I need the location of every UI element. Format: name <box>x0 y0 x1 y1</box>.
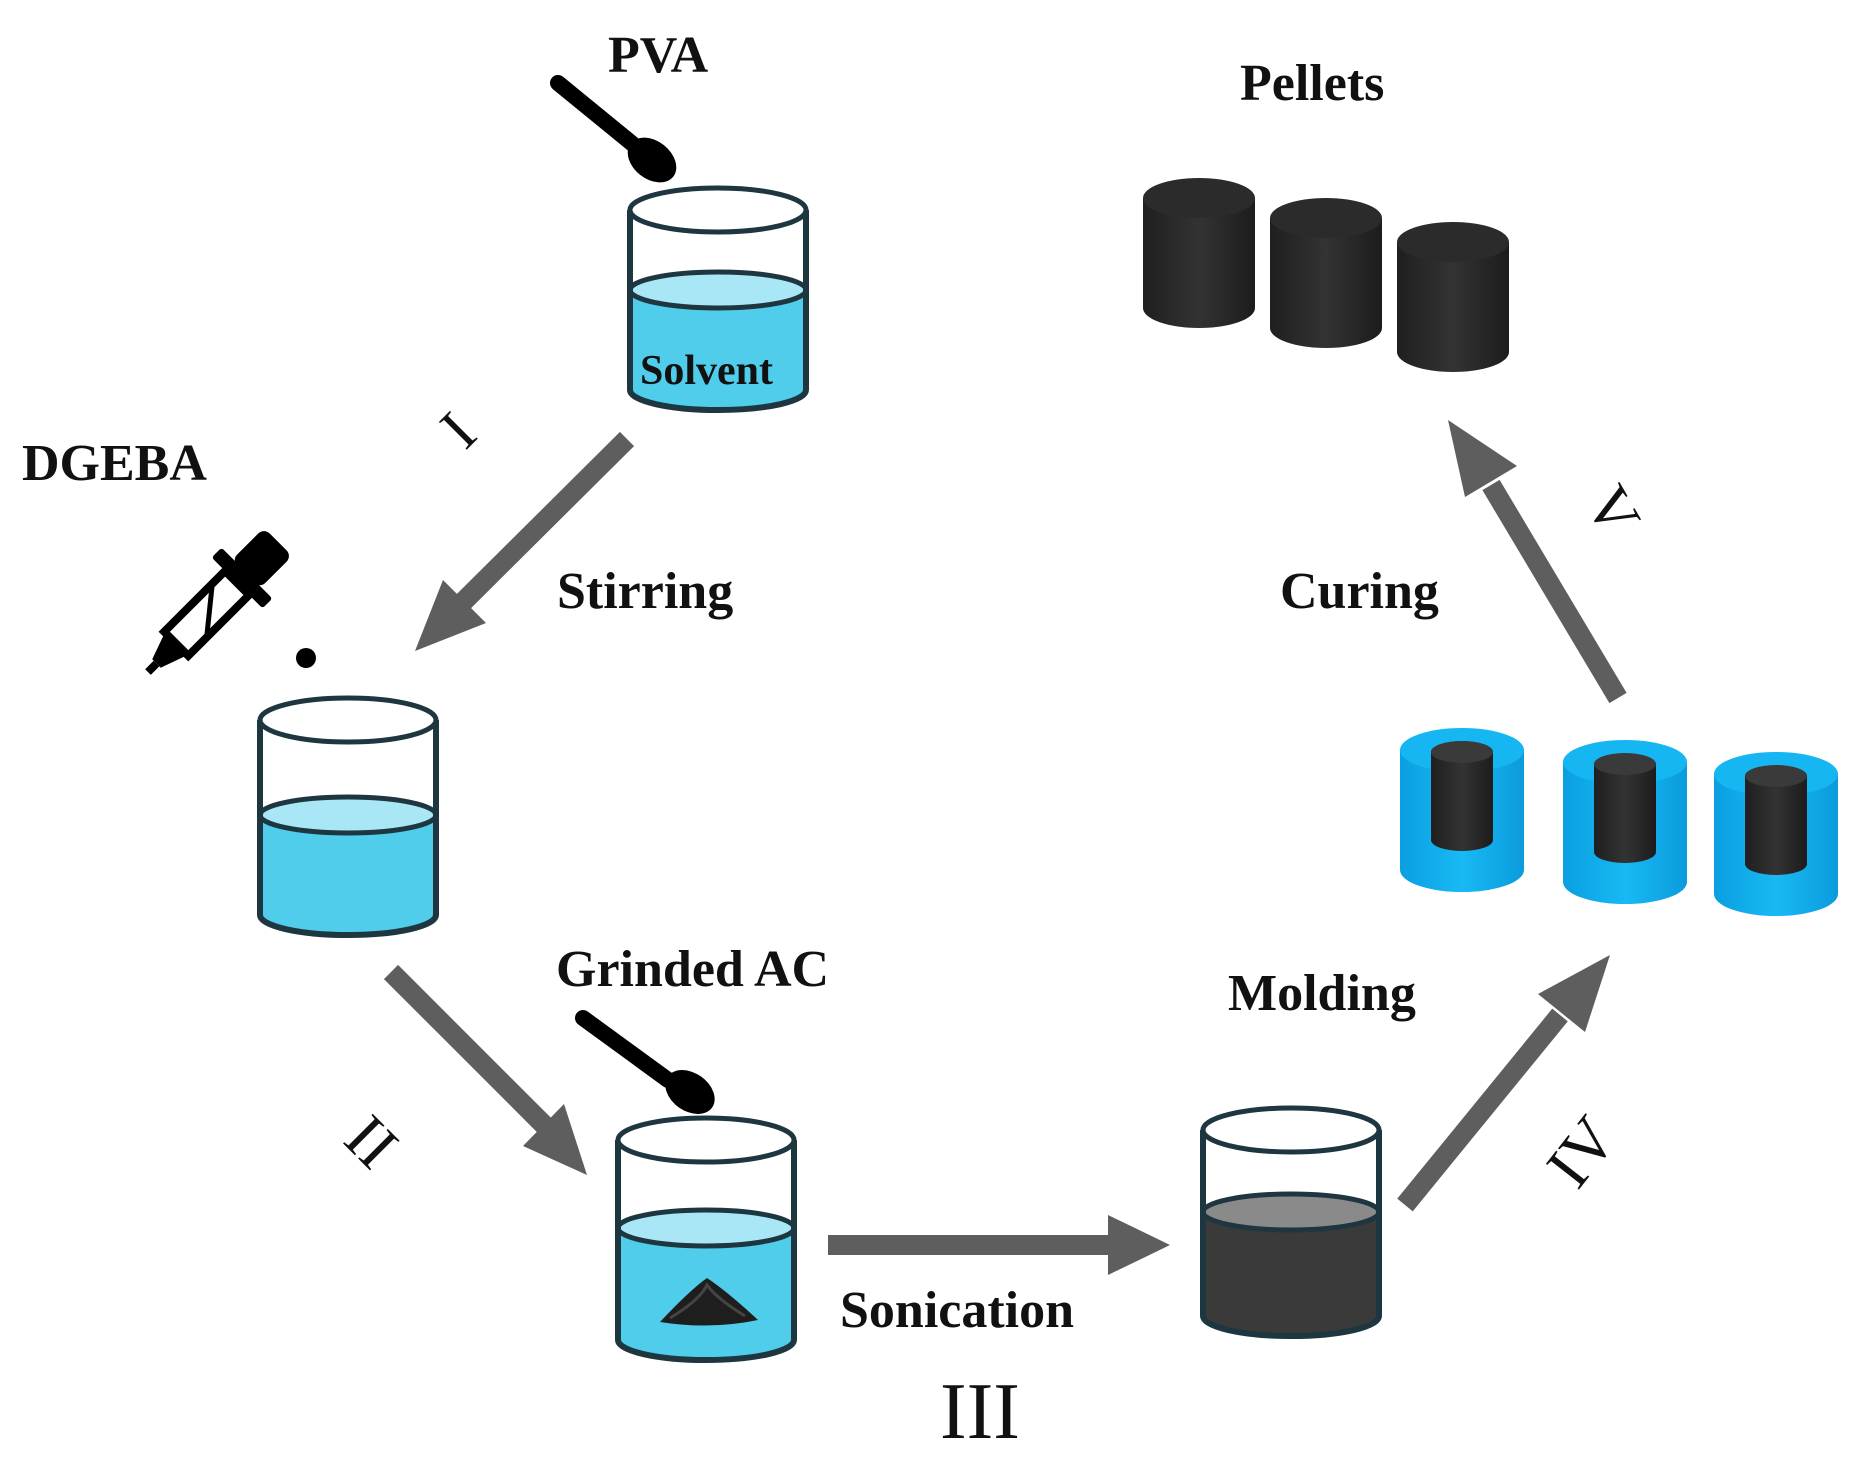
sonication-label: Sonication <box>840 1282 1075 1339</box>
arrow-step-iv <box>1397 955 1610 1212</box>
molding-label: Molding <box>1228 965 1416 1022</box>
arrow-step-i <box>415 431 635 651</box>
spoon-icon <box>550 75 677 183</box>
mold-1 <box>1400 728 1524 892</box>
pellet-1 <box>1143 178 1255 328</box>
solvent-beaker <box>627 185 809 413</box>
arrow-step-v <box>1448 420 1627 704</box>
pellet-3 <box>1397 222 1509 372</box>
dropper-icon <box>145 531 289 675</box>
arrow-step-ii <box>383 964 587 1175</box>
spoon-icon <box>575 1010 715 1114</box>
ac-beaker <box>615 1115 797 1363</box>
mold-3 <box>1714 752 1838 916</box>
stirring-label: Stirring <box>557 563 734 620</box>
grinded-ac-label: Grinded AC <box>556 941 830 998</box>
arrow-step-iii <box>828 1215 1170 1275</box>
step-iii-label: III <box>940 1368 1020 1456</box>
pellet-2 <box>1270 198 1382 348</box>
dgeba-label: DGEBA <box>22 435 207 492</box>
mold-2 <box>1563 740 1687 904</box>
pellets-label: Pellets <box>1240 55 1385 112</box>
drop-icon <box>296 648 316 668</box>
curing-label: Curing <box>1280 563 1439 620</box>
solvent-label: Solvent <box>640 348 774 394</box>
pva-label: PVA <box>608 27 709 84</box>
dgeba-beaker <box>257 695 439 938</box>
mixture-beaker <box>1200 1105 1382 1339</box>
